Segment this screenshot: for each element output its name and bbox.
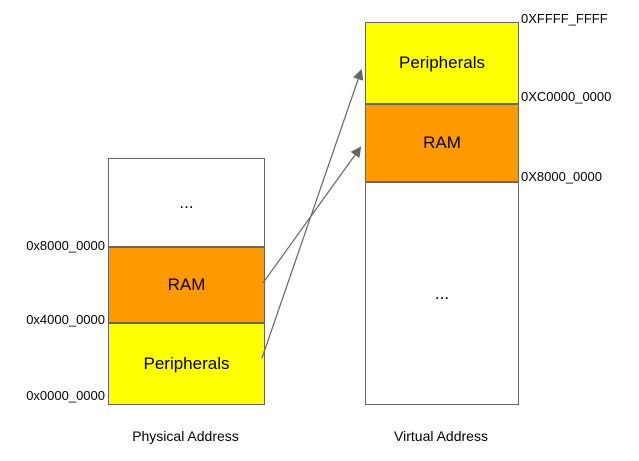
virtual-addr-0xc0000_0000: 0XC0000_0000: [521, 89, 612, 104]
virtual-addr-0x8000_0000: 0X8000_0000: [521, 169, 602, 184]
physical-section-peripherals: Peripherals: [109, 322, 264, 404]
physical-addr-0x8000_0000: 0x8000_0000: [26, 238, 105, 253]
virtual-section-ram: RAM: [366, 103, 518, 181]
arrow-ram-mapping: [262, 146, 362, 284]
virtual-section-peripherals-label: Peripherals: [399, 53, 485, 72]
physical-section-ram-label: RAM: [167, 275, 206, 294]
virtual-section-unmapped: ...: [366, 181, 518, 404]
physical-section-ram: RAM: [109, 246, 264, 322]
physical-section-peripherals-label: Peripherals: [143, 354, 230, 373]
virtual-addr-0xffff_ffff: 0XFFFF_FFFF: [521, 11, 608, 26]
virtual-section-ram-label: RAM: [423, 133, 461, 152]
physical-address-stack: ... RAM Peripherals: [108, 158, 265, 405]
virtual-address-stack: Peripherals RAM ...: [365, 22, 519, 405]
physical-addr-0x0000_0000: 0x0000_0000: [26, 388, 105, 403]
physical-addr-0x4000_0000: 0x4000_0000: [26, 312, 105, 327]
physical-section-unmapped: ...: [109, 159, 264, 246]
arrow-peripherals-mapping: [261, 68, 364, 359]
physical-section-unmapped-label: ...: [179, 192, 194, 212]
virtual-section-peripherals: Peripherals: [366, 23, 518, 103]
virtual-address-caption: Virtual Address: [394, 428, 488, 444]
physical-address-caption: Physical Address: [132, 428, 239, 444]
virtual-section-unmapped-label: ...: [434, 283, 450, 303]
